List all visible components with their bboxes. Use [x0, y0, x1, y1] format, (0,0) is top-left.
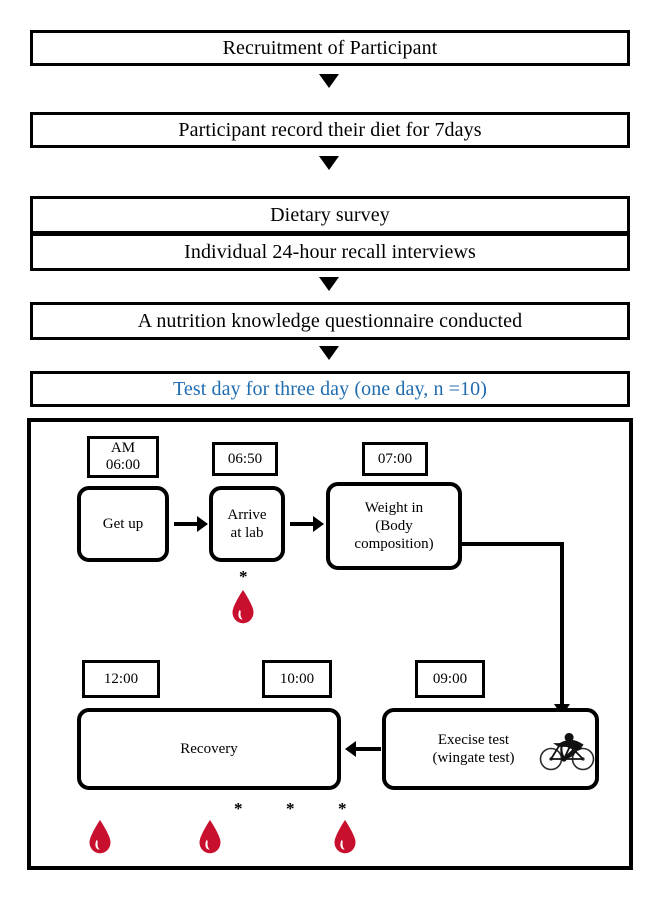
triangle-down-icon [319, 346, 339, 360]
stage-box-test-day: Test day for three day (one day, n =10) [30, 371, 630, 407]
asterisk-marker: * [338, 799, 347, 818]
asterisk-marker: * [239, 567, 248, 586]
time-label: 07:00 [377, 450, 413, 467]
stage-box-recruitment: Recruitment of Participant [30, 30, 630, 66]
step-box-arrive-at-lab: Arrive at lab [209, 486, 285, 562]
stage-box-diet-record: Participant record their diet for 7days [30, 112, 630, 148]
stage-label: Recruitment of Participant [222, 36, 438, 59]
time-chip-recovery: 12:00 [82, 660, 160, 698]
stage-box-recall-interviews: Individual 24-hour recall interviews [30, 233, 630, 271]
step-label: Arrive at lab [227, 506, 267, 541]
time-chip-exercise-test: 09:00 [415, 660, 485, 698]
time-label: 06:50 [227, 450, 263, 467]
asterisk-marker: * [286, 799, 295, 818]
step-label: Execise test (wingate test) [432, 731, 515, 766]
time-chip-weight-in: 07:00 [362, 442, 428, 476]
time-label: AM 06:00 [105, 440, 141, 473]
asterisk-marker: * [234, 799, 243, 818]
stage-box-nutrition-questionnaire: A nutrition knowledge questionnaire cond… [30, 302, 630, 340]
step-box-exercise-test: Execise test (wingate test) [382, 708, 599, 790]
triangle-down-icon [319, 277, 339, 291]
step-box-get-up: Get up [77, 486, 169, 562]
triangle-down-icon [319, 74, 339, 88]
stage-box-dietary-survey: Dietary survey [30, 196, 630, 234]
step-label: Get up [102, 515, 144, 532]
time-chip-arrive: 06:50 [212, 442, 278, 476]
step-label: Recovery [180, 740, 238, 757]
time-chip-recovery-mid: 10:00 [262, 660, 332, 698]
test-day-panel: AM 06:00 06:50 07:00 Get up Arrive at la… [27, 418, 633, 870]
stage-label: Individual 24-hour recall interviews [184, 240, 476, 263]
stage-label: A nutrition knowledge questionnaire cond… [137, 309, 523, 332]
time-chip-get-up: AM 06:00 [87, 436, 159, 478]
blood-drop-icon [231, 590, 255, 624]
time-label: 10:00 [279, 670, 315, 687]
step-box-recovery: Recovery [77, 708, 341, 790]
cyclist-icon [539, 725, 595, 773]
step-label: Weight in (Body composition) [354, 499, 434, 553]
elbow-connector-vertical [560, 542, 564, 708]
time-label: 12:00 [103, 670, 139, 687]
stage-label: Test day for three day (one day, n =10) [172, 377, 488, 400]
blood-drop-icon [88, 820, 112, 854]
stage-label: Dietary survey [270, 203, 390, 226]
blood-drop-icon [198, 820, 222, 854]
elbow-connector-horizontal [460, 542, 564, 546]
stage-label: Participant record their diet for 7days [178, 118, 482, 141]
blood-drop-icon [333, 820, 357, 854]
step-box-weight-in: Weight in (Body composition) [326, 482, 462, 570]
triangle-down-icon [319, 156, 339, 170]
time-label: 09:00 [432, 670, 468, 687]
